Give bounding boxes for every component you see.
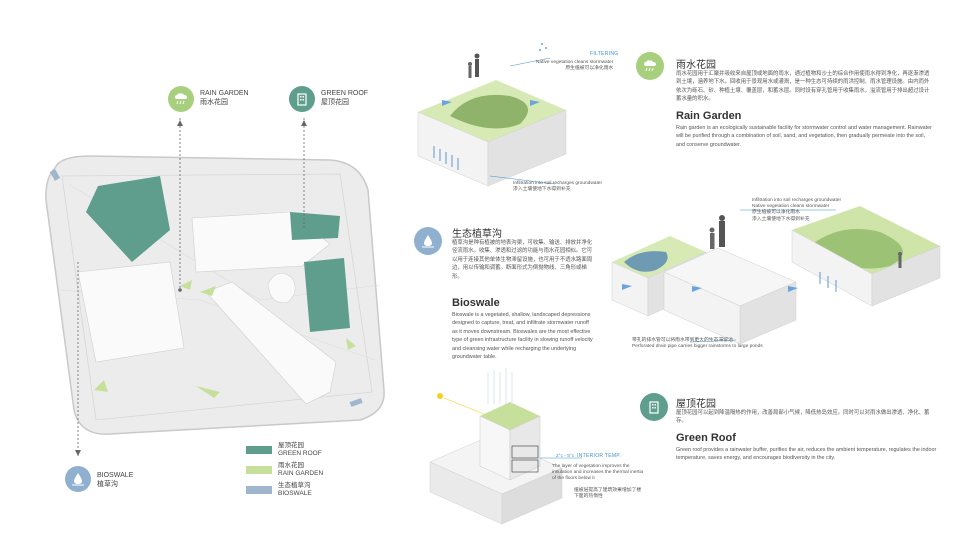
green-roof-title-cn: 屋顶花园	[676, 399, 716, 410]
legend-swatch	[246, 445, 272, 454]
rain-garden-title-cn: 雨水花园	[676, 60, 716, 71]
bioswale-strip	[349, 398, 363, 407]
green-roof-body-en: Green roof provides a rainwater buffer, …	[676, 447, 937, 462]
bioswale-title-cn: 生态植草沟	[452, 229, 502, 240]
building-icon	[297, 93, 307, 106]
rain-garden-patch	[346, 338, 356, 350]
cloud-rain-icon	[175, 93, 187, 105]
legend-swatch	[246, 485, 272, 494]
rain-garden-map-icon	[168, 86, 194, 112]
water-drop-icon	[422, 235, 434, 248]
rain-garden-patch	[200, 286, 216, 296]
green-roof-plot-3	[304, 258, 350, 332]
bioswale-body-cn: 植草沟是种有植被的地表沟渠，可收集、输送、排放并净化径流雨水。收集、渗透和过滤的…	[452, 240, 593, 280]
rain-garden-patch	[196, 386, 220, 398]
water-drop-icon	[72, 473, 84, 486]
green-roof-plot-1	[86, 176, 170, 262]
green-roof-block	[429, 368, 582, 525]
rain-garden-ann-filtering: FILTERING	[590, 51, 619, 57]
bioswale-ann-top: Infiltration into soil recharges groundw…	[752, 198, 842, 222]
legend-swatch	[246, 465, 272, 474]
cloud-rain-icon	[644, 60, 656, 72]
green-roof-body-cn: 屋顶花园可以起到降温隔热的作用，改善局部小气候，降低热岛效应。同时可以对雨水做出…	[676, 410, 930, 425]
building-icon	[649, 401, 659, 414]
building-block-2	[77, 261, 185, 363]
isometric-diagrams	[417, 43, 941, 525]
green-roof-ann-interior: INTERIOR TEMP.	[577, 453, 622, 459]
bioswale-title-en: Bioswale	[452, 297, 500, 309]
rain-garden-section-icon	[636, 52, 664, 80]
green-roof-map-icon	[289, 86, 315, 112]
rain-garden-title-en: Rain Garden	[676, 110, 742, 122]
green-roof-plot-2	[290, 212, 340, 240]
green-roof-title-en: Green Roof	[676, 432, 736, 444]
bioswale-map-icon	[65, 466, 91, 492]
bioswale-strip	[49, 169, 61, 181]
green-roof-ann-temp: 2°c - 5°c	[556, 454, 575, 459]
bioswale-body-en: Bioswale is a vegetated, shallow, landsc…	[452, 312, 593, 360]
rain-garden-body-cn: 雨水花园用于汇聚并吸收来自屋顶或地面的雨水，通过植物和沙土的综合作用使雨水得到净…	[676, 71, 930, 103]
site-plan	[45, 118, 385, 456]
bioswale-block	[611, 206, 941, 345]
green-roof-ann-layer-cn: 植被层提高了建筑效果增加了楼下面的热惰性	[574, 488, 642, 500]
rain-garden-body-en: Rain garden is an ecologically sustainab…	[676, 125, 932, 148]
rain-garden-patch	[94, 380, 108, 392]
rain-garden-ann-infiltration: Infiltration into soil recharges groundw…	[513, 181, 603, 193]
green-roof-ann-layer-en: The layer of vegetation improves the ins…	[552, 464, 644, 482]
bioswale-section-icon	[414, 227, 442, 255]
building-block-3	[205, 281, 337, 405]
rain-garden-patch	[180, 280, 192, 290]
rain-garden-block	[417, 43, 567, 187]
green-roof-section-icon	[640, 393, 668, 421]
